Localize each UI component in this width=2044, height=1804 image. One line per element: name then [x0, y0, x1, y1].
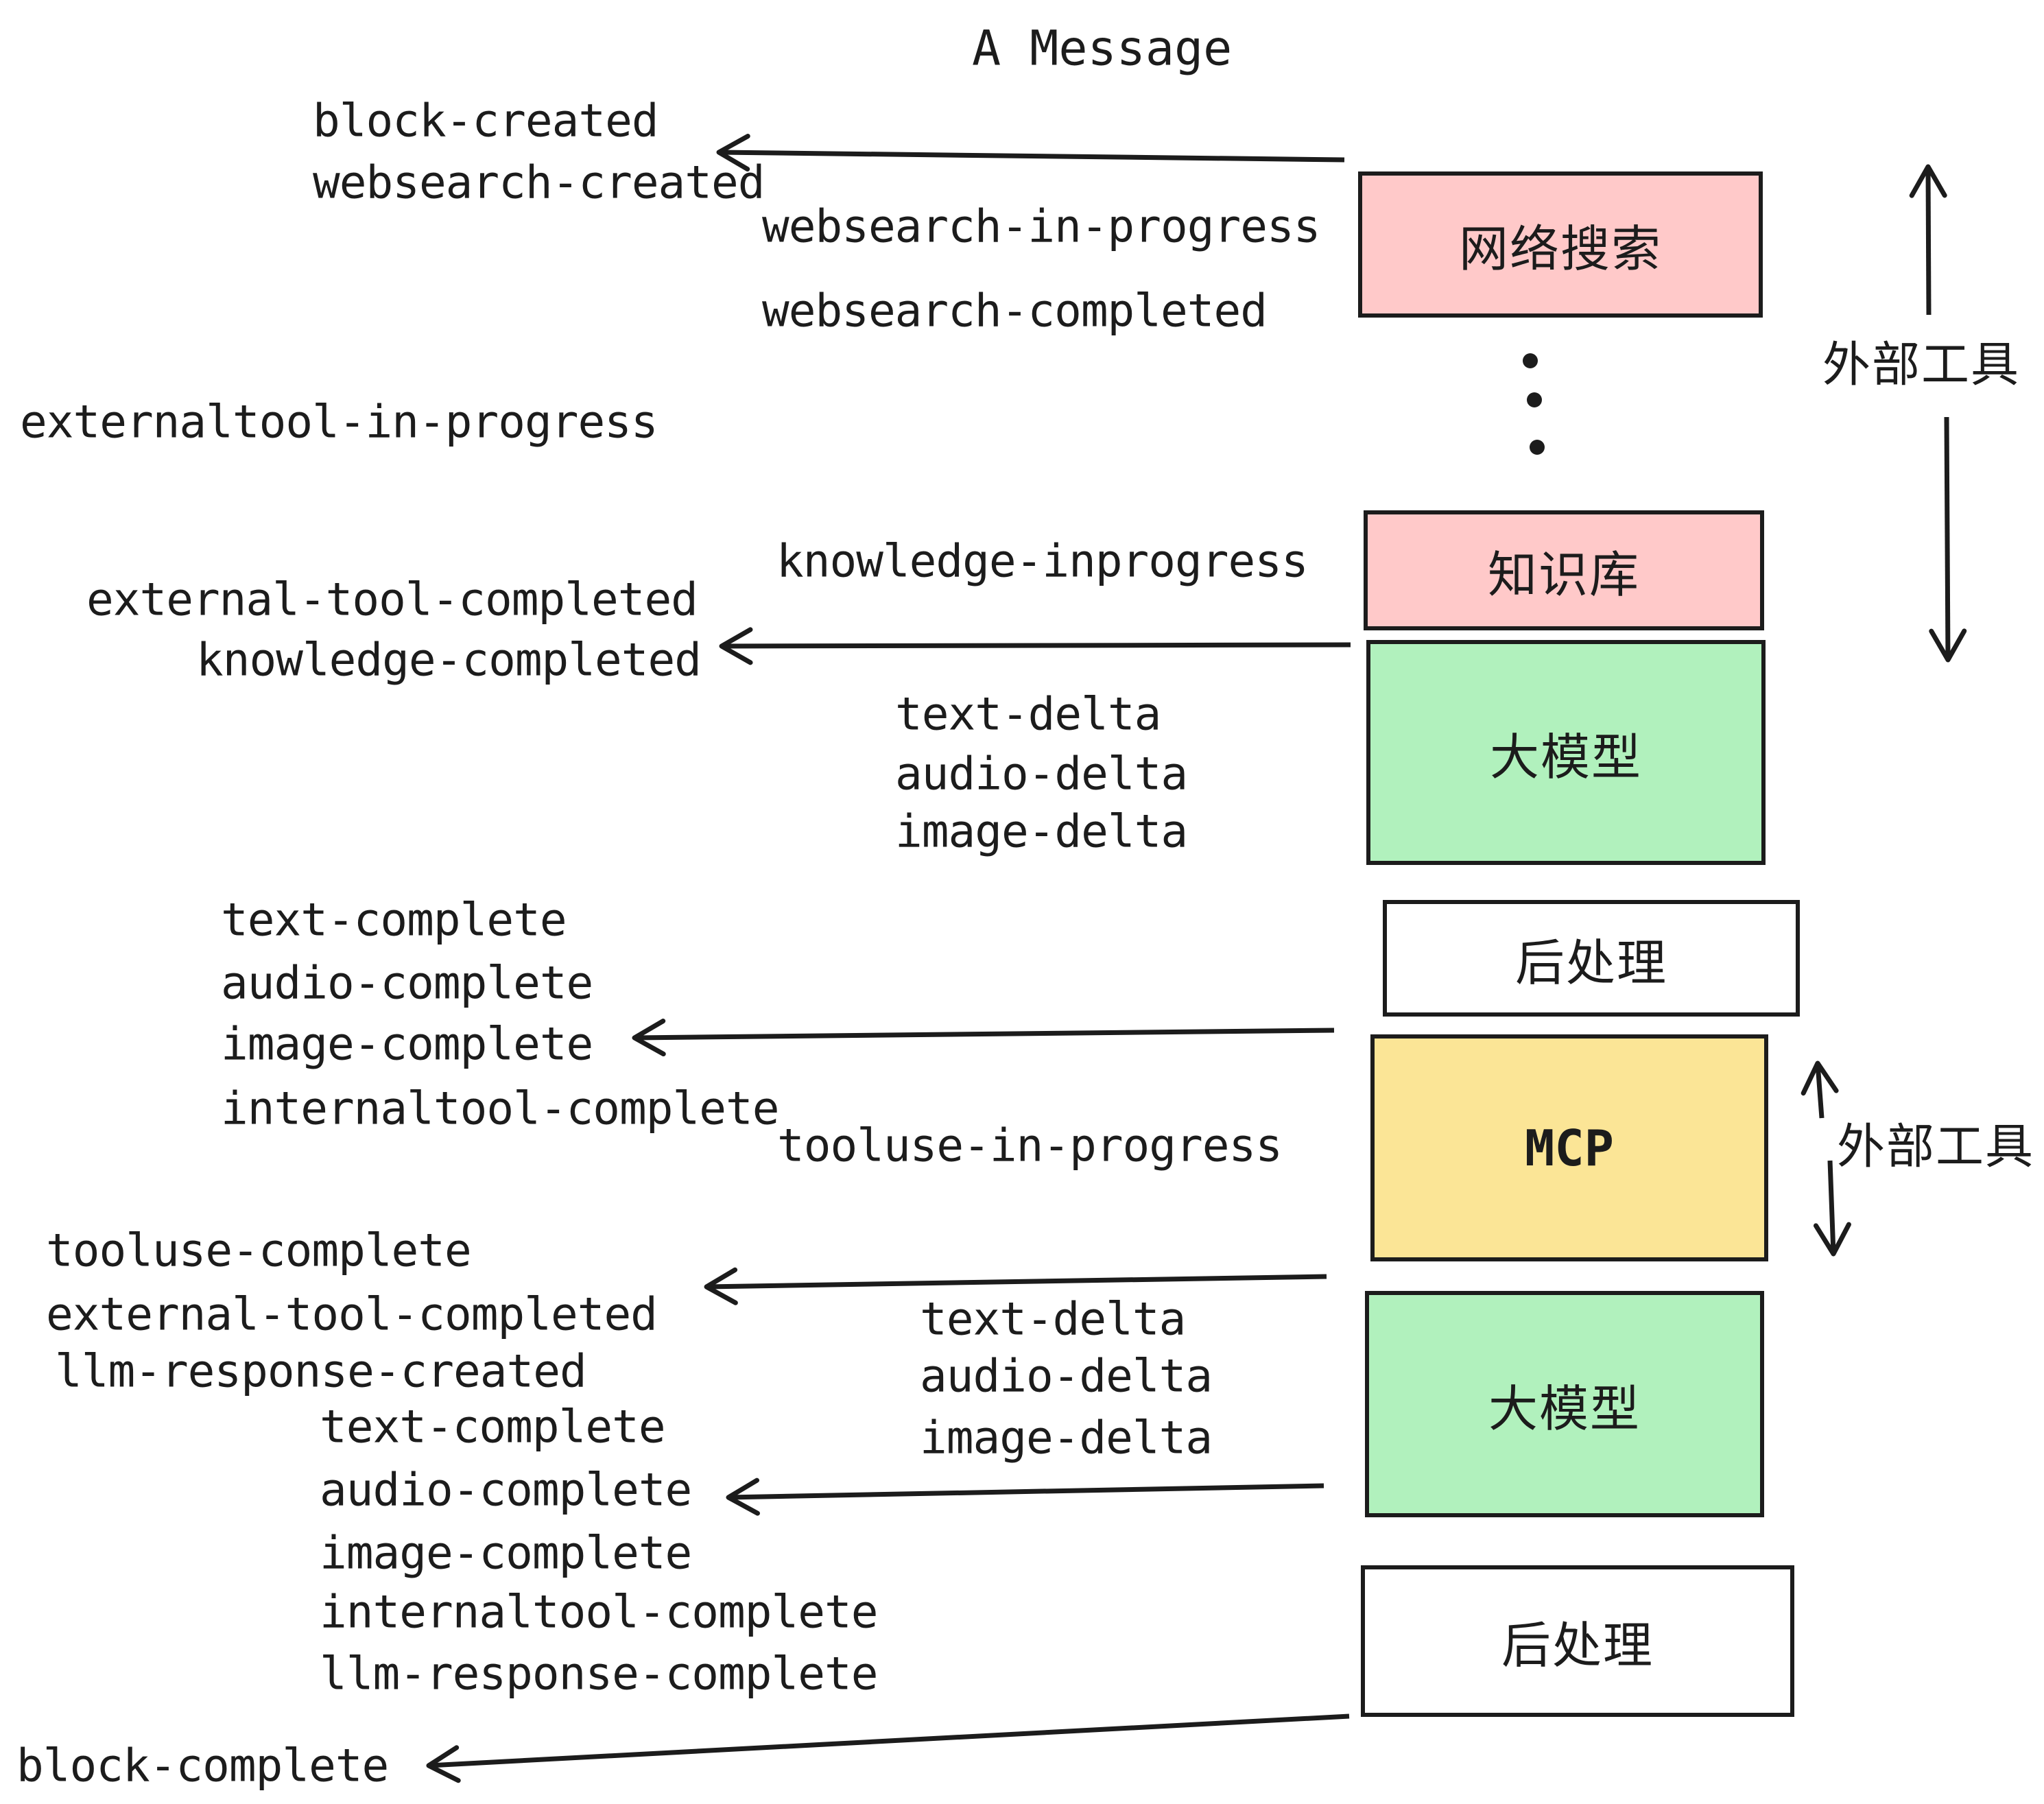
- node-llm-1-label: 大模型: [1489, 730, 1642, 785]
- event-audio-delta-2: audio-delta: [920, 1349, 1213, 1403]
- node-knowledge-base-label: 知识库: [1487, 548, 1640, 603]
- event-knowledge-completed: knowledge-completed: [196, 633, 702, 687]
- arrow-postprocess-to-image-complete: [632, 1019, 1335, 1057]
- event-text-delta: text-delta: [895, 687, 1161, 741]
- arrow-external-tools-down: [1929, 416, 1967, 663]
- node-llm-2: 大模型: [1365, 1291, 1764, 1517]
- event-tooluse-complete: tooluse-complete: [46, 1224, 472, 1277]
- diagram-title: A Message: [972, 20, 1233, 77]
- arrow-external-tools-up: [1909, 164, 1947, 316]
- side-label-external-tools-1: 外部工具: [1822, 337, 2020, 392]
- event-text-delta-2: text-delta: [920, 1292, 1186, 1346]
- event-tooluse-in-progress: tooluse-in-progress: [777, 1119, 1283, 1172]
- event-websearch-in-progress: websearch-in-progress: [762, 200, 1320, 253]
- event-internaltool-complete: internaltool-complete: [221, 1082, 779, 1135]
- event-image-delta: image-delta: [895, 805, 1188, 858]
- node-postprocess-1: 后处理: [1383, 900, 1800, 1017]
- event-image-delta-2: image-delta: [920, 1411, 1213, 1464]
- event-image-complete: image-complete: [221, 1017, 593, 1071]
- event-audio-complete-2: audio-complete: [320, 1463, 692, 1517]
- node-websearch: 网络搜索: [1358, 171, 1763, 318]
- arrow-websearch-to-block-created: [716, 134, 1345, 172]
- event-internaltool-complete-2: internaltool-complete: [320, 1585, 878, 1639]
- event-text-complete: text-complete: [221, 893, 567, 947]
- event-block-created: block-created: [313, 94, 659, 147]
- event-externaltool-in-progress: externaltool-in-progress: [20, 395, 658, 449]
- arrow-mcp-to-tooluse-complete: [704, 1267, 1327, 1305]
- event-external-tool-completed-2: external-tool-completed: [46, 1287, 658, 1341]
- event-llm-response-complete: llm-response-complete: [320, 1647, 878, 1700]
- event-llm-response-created: llm-response-created: [55, 1344, 587, 1398]
- node-postprocess-1-label: 后处理: [1514, 936, 1667, 991]
- event-external-tool-completed: external-tool-completed: [86, 573, 698, 626]
- node-postprocess-2-label: 后处理: [1501, 1619, 1654, 1674]
- event-websearch-completed: websearch-completed: [762, 284, 1268, 337]
- event-audio-complete: audio-complete: [221, 956, 593, 1010]
- node-websearch-label: 网络搜索: [1458, 222, 1662, 277]
- arrow-external-tools-2-up: [1801, 1060, 1839, 1119]
- arrow-llm-to-audio-complete: [726, 1477, 1324, 1516]
- node-mcp: MCP: [1370, 1034, 1768, 1261]
- node-knowledge-base: 知识库: [1364, 510, 1764, 630]
- node-llm-1: 大模型: [1366, 640, 1766, 865]
- arrow-knowledge-to-knowledge-completed: [719, 627, 1351, 665]
- event-image-complete-2: image-complete: [320, 1526, 692, 1580]
- arrow-external-tools-2-down: [1813, 1160, 1851, 1257]
- node-mcp-label: MCP: [1524, 1119, 1615, 1177]
- event-text-complete-2: text-complete: [320, 1400, 666, 1453]
- event-websearch-created: websearch-created: [313, 156, 765, 209]
- node-postprocess-2: 后处理: [1361, 1565, 1794, 1717]
- side-label-external-tools-2: 外部工具: [1837, 1119, 2034, 1174]
- event-block-complete: block-complete: [16, 1739, 389, 1792]
- arrow-postprocess-to-block-complete: [426, 1713, 1350, 1783]
- node-llm-2-label: 大模型: [1488, 1381, 1641, 1437]
- event-audio-delta: audio-delta: [895, 747, 1188, 800]
- ellipsis-dots-icon: [1523, 353, 1545, 455]
- event-knowledge-inprogress: knowledge-inprogress: [776, 534, 1309, 588]
